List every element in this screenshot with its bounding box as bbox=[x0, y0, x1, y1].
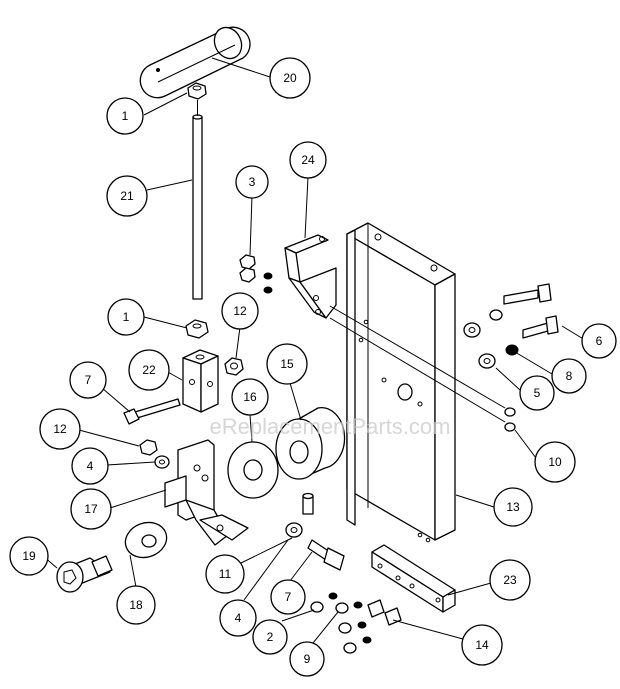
callout-12-upper-label: 12 bbox=[233, 304, 247, 318]
main-plate bbox=[346, 222, 456, 543]
callout-22: 22 bbox=[128, 349, 170, 391]
large-washer bbox=[227, 441, 279, 499]
shoulder-bolt bbox=[56, 555, 113, 593]
callout-2-label: 2 bbox=[267, 630, 274, 644]
nut-and-washer-left bbox=[139, 439, 170, 469]
callout-23-label: 23 bbox=[503, 573, 517, 587]
callout-20-label: 20 bbox=[283, 71, 297, 85]
callout-18-label: 18 bbox=[129, 598, 143, 612]
callout-1-top: 1 bbox=[106, 97, 144, 135]
callout-16-label: 16 bbox=[243, 390, 257, 404]
callout-8: 8 bbox=[551, 358, 587, 394]
callout-15: 15 bbox=[266, 343, 308, 385]
callout-2: 2 bbox=[252, 619, 288, 655]
callout-6-label: 6 bbox=[596, 334, 603, 348]
callout-6: 6 bbox=[581, 323, 617, 359]
callout-12-left: 12 bbox=[39, 408, 81, 450]
callout-21: 21 bbox=[106, 175, 148, 217]
long-bolts bbox=[329, 305, 516, 432]
callout-17: 17 bbox=[70, 488, 112, 530]
callout-7-lower-label: 7 bbox=[285, 590, 292, 604]
callout-21-label: 21 bbox=[120, 189, 134, 203]
callout-14-label: 14 bbox=[475, 638, 489, 652]
bracket-nuts bbox=[239, 254, 273, 294]
callout-12-upper: 12 bbox=[221, 292, 259, 330]
top-nut bbox=[187, 82, 207, 100]
callout-5-label: 5 bbox=[534, 386, 541, 400]
threaded-rod bbox=[192, 100, 203, 300]
callout-10-label: 10 bbox=[548, 455, 562, 469]
callout-14: 14 bbox=[461, 624, 503, 666]
mounting-bracket bbox=[164, 439, 249, 546]
callout-24-label: 24 bbox=[301, 153, 315, 167]
callout-22-label: 22 bbox=[142, 363, 156, 377]
callout-9: 9 bbox=[289, 641, 325, 677]
base-plate bbox=[371, 544, 456, 613]
callout-9-label: 9 bbox=[304, 652, 311, 666]
callout-4-left: 4 bbox=[71, 447, 109, 485]
lower-bolt-assembly bbox=[285, 522, 345, 571]
callout-20: 20 bbox=[269, 57, 311, 99]
callout-1-top-label: 1 bbox=[122, 109, 129, 123]
callout-3: 3 bbox=[235, 165, 269, 199]
callout-19-label: 19 bbox=[22, 549, 36, 563]
bolt-left bbox=[123, 398, 181, 425]
callout-3-label: 3 bbox=[249, 175, 256, 189]
angle-bracket bbox=[284, 234, 337, 319]
spacer-pin bbox=[302, 492, 314, 515]
roller bbox=[275, 407, 346, 480]
callout-19: 19 bbox=[9, 536, 49, 576]
right-bolts-and-washers bbox=[463, 283, 559, 369]
callout-17-label: 17 bbox=[84, 502, 98, 516]
leader-lines bbox=[42, 57, 586, 644]
callout-8-label: 8 bbox=[566, 369, 573, 383]
handle-grip bbox=[139, 26, 251, 99]
callout-11: 11 bbox=[205, 554, 245, 594]
callout-15-label: 15 bbox=[280, 357, 294, 371]
nut-upper-right bbox=[224, 357, 244, 376]
callout-7-lower: 7 bbox=[270, 579, 306, 615]
callout-7-left: 7 bbox=[69, 361, 107, 399]
callout-11-label: 11 bbox=[219, 567, 232, 581]
lower-washer bbox=[124, 521, 168, 559]
callout-12-left-label: 12 bbox=[53, 422, 67, 436]
callout-7-left-label: 7 bbox=[85, 373, 92, 387]
callout-13: 13 bbox=[493, 487, 533, 527]
small-screws bbox=[310, 592, 372, 654]
callout-24: 24 bbox=[289, 141, 327, 179]
callout-4-lower-label: 4 bbox=[235, 611, 242, 625]
callout-1-middle: 1 bbox=[107, 298, 145, 336]
callout-18: 18 bbox=[116, 585, 156, 625]
callout-16: 16 bbox=[231, 378, 269, 416]
middle-nut bbox=[185, 319, 209, 339]
callout-10: 10 bbox=[534, 441, 576, 483]
watermark-text: eReplacementParts.com bbox=[210, 414, 451, 439]
callout-13-label: 13 bbox=[506, 500, 520, 514]
pivot-block bbox=[182, 349, 219, 413]
callout-5: 5 bbox=[519, 375, 555, 411]
callout-4-lower: 4 bbox=[219, 599, 257, 637]
callout-4-left-label: 4 bbox=[87, 459, 94, 473]
callout-1-middle-label: 1 bbox=[123, 310, 130, 324]
callout-23: 23 bbox=[489, 559, 531, 601]
